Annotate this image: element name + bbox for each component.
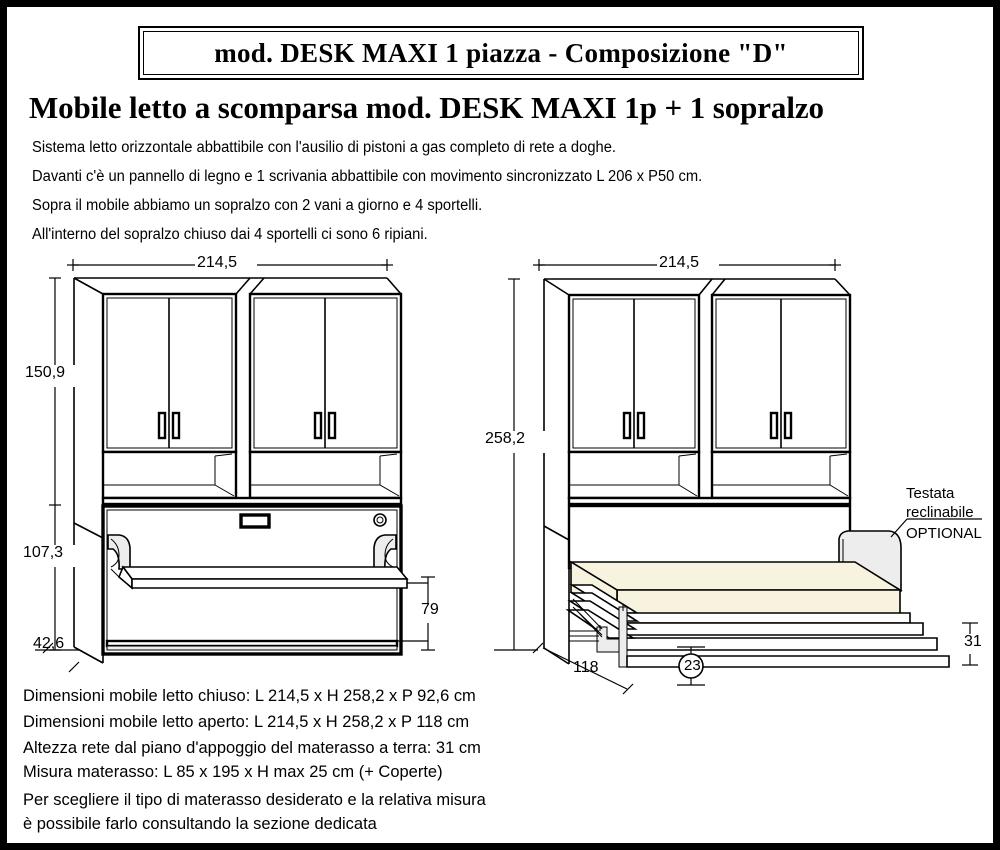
desk-bracket-left [107, 534, 131, 570]
headboard-label-line2: reclinabile [906, 504, 974, 521]
spec-line-6: è possibile farlo consultando la sezione… [23, 814, 377, 833]
spec-line-5: Per scegliere il tipo di materasso desid… [23, 790, 486, 809]
right-dim-height-label: 258,2 [485, 430, 526, 447]
spec-line-2: Dimensioni mobile letto aperto: L 214,5 … [23, 712, 470, 731]
reclining-headboard [838, 530, 902, 592]
spec-line-3: Altezza rete dal piano d'appoggio del ma… [23, 738, 481, 757]
left-dim-width-label: 214,5 [197, 254, 238, 271]
desk-bracket-right [373, 534, 397, 570]
right-dim-bed-height-label: 31 [964, 633, 982, 650]
spec-line-4: Misura materasso: L 85 x 195 x H max 25 … [23, 762, 443, 781]
desk-top [121, 566, 409, 580]
page-title: mod. DESK MAXI 1 piazza - Composizione "… [214, 37, 788, 68]
right-open-bay-a [567, 450, 701, 500]
left-upper-module-a [101, 292, 238, 454]
left-dim-depth-label: 42,6 [33, 635, 65, 652]
right-open-bay-b [710, 450, 852, 500]
right-dim-width-label: 214,5 [659, 254, 700, 271]
desk-handle [239, 513, 271, 529]
description-line-4: All'interno del sopralzo chiuso dai 4 sp… [32, 226, 428, 243]
left-dim-desk-label: 79 [421, 601, 439, 618]
product-headline: Mobile letto a scomparsa mod. DESK MAXI … [29, 90, 824, 125]
right-elevation-group [483, 255, 984, 695]
description-line-1: Sistema letto orizzontale abbattibile co… [32, 139, 616, 156]
right-cabinet-top [543, 278, 851, 296]
headboard-label-line1: Testata [906, 485, 955, 502]
left-dim-upper-label: 150,9 [25, 364, 66, 381]
description-line-3: Sopra il mobile abbiamo un sopralzo con … [32, 197, 483, 214]
title-inner-rule [143, 31, 859, 75]
right-dim-total-height [483, 278, 545, 651]
right-back-panel [567, 504, 852, 570]
left-open-bay-b [248, 450, 403, 500]
right-dim-depth-label: 118 [573, 659, 599, 676]
left-elevation-group [21, 255, 443, 673]
caster-callout-label: 23 [684, 657, 701, 674]
left-upper-module-b [248, 292, 403, 454]
left-divider-band [101, 496, 403, 506]
left-dim-lower-label: 107,3 [23, 544, 64, 561]
left-cabinet-side-panel [73, 278, 104, 664]
left-open-bay-a [101, 450, 238, 500]
description-line-2: Davanti c'è un pannello di legno e 1 scr… [32, 168, 703, 185]
left-cabinet-top [73, 277, 402, 295]
right-divider-band [567, 496, 852, 506]
right-upper-module-b [710, 293, 852, 454]
knob-icon [373, 513, 387, 527]
bed-base-slats [565, 584, 938, 651]
headboard-label-optional: OPTIONAL [906, 525, 982, 542]
left-dim-upper-height [23, 277, 85, 506]
right-upper-module-a [567, 293, 701, 454]
title-box: mod. DESK MAXI 1 piazza - Composizione "… [138, 26, 864, 80]
floor-rail [626, 655, 950, 668]
lift-mechanism [569, 598, 628, 668]
spec-line-1: Dimensioni mobile letto chiuso: L 214,5 … [23, 686, 476, 705]
left-dim-lower-height [21, 505, 87, 651]
left-base-unit [101, 504, 409, 656]
mattress [568, 560, 903, 622]
sheet-inner: mod. DESK MAXI 1 piazza - Composizione "… [7, 7, 993, 843]
right-cabinet-side-panel [543, 279, 570, 665]
